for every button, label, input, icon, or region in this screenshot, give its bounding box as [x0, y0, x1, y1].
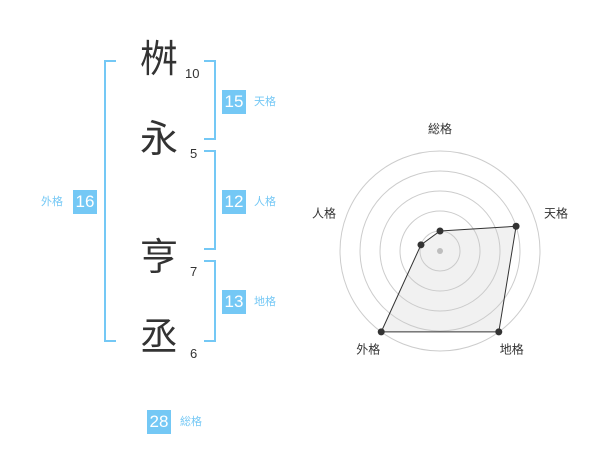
jinkaku-label: 人格: [254, 195, 276, 208]
stroke-count-4: 6: [190, 346, 198, 361]
stroke-count-1: 10: [185, 66, 200, 81]
radar-axis-label: 外格: [356, 342, 380, 357]
name-char-1: 桝: [140, 37, 179, 81]
name-char-3: 亨: [140, 235, 179, 279]
radar-ring: [339, 150, 541, 352]
name-char-4: 丞: [140, 315, 179, 359]
jinkaku-bracket: [204, 150, 216, 250]
radar-points: [377, 222, 520, 336]
radar-point-2: [512, 222, 520, 230]
radar-rings: [339, 150, 541, 352]
gaikaku-value-badge: 16: [73, 190, 97, 214]
jinkaku-value-badge: 12: [222, 190, 246, 214]
radar-point-5: [417, 241, 425, 249]
chikaku-label: 地格: [254, 295, 276, 308]
soukaku-value-badge: 28: [147, 410, 171, 434]
stroke-count-2: 5: [190, 146, 198, 161]
chikaku-bracket: [204, 260, 216, 342]
tenkaku-label: 天格: [254, 95, 276, 108]
gaikaku-bracket: [104, 60, 116, 342]
radar-point-4: [377, 328, 385, 336]
name-char-2: 永: [140, 117, 179, 161]
radar-ring: [399, 210, 481, 292]
radar-axis-label: 地格: [500, 342, 524, 357]
gaikaku-label: 外格: [41, 195, 63, 208]
radar-ring: [359, 170, 521, 332]
radar-point-3: [495, 328, 503, 336]
radar-ring: [379, 190, 501, 312]
radar-center-dot: [437, 248, 443, 254]
radar-axis-label: 人格: [312, 205, 336, 220]
radar-point-1: [436, 227, 444, 235]
radar-axis-label: 総格: [428, 121, 452, 136]
tenkaku-value-badge: 15: [222, 90, 246, 114]
chikaku-value-badge: 13: [222, 290, 246, 314]
tenkaku-bracket: [204, 60, 216, 140]
radar-area: [380, 225, 517, 333]
soukaku-label: 総格: [180, 415, 202, 428]
radar-axis-label: 天格: [544, 205, 568, 220]
stroke-count-3: 7: [190, 264, 198, 279]
